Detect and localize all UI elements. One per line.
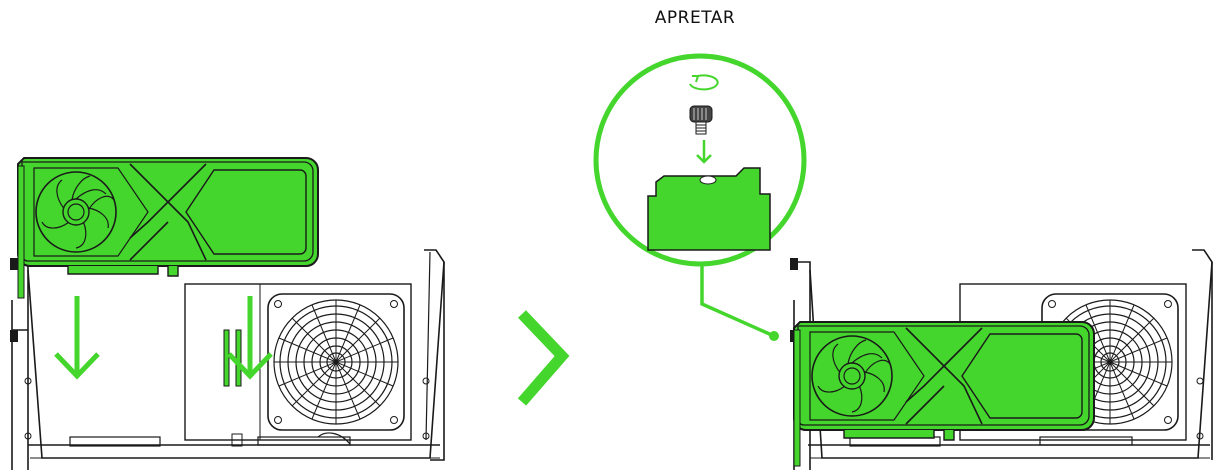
callout-circle <box>593 53 807 267</box>
down-arrow-icon <box>54 296 100 380</box>
chassis-left <box>10 249 445 470</box>
rotate-arrow-icon <box>689 74 719 91</box>
gpu-card-left <box>18 158 318 276</box>
next-chevron-icon <box>517 310 570 406</box>
gpu-card-installed <box>794 322 1094 440</box>
callout-leader-line <box>700 264 775 338</box>
down-arrow-icon <box>227 296 273 380</box>
thumbscrew-icon <box>689 105 713 135</box>
screw-down-arrow-icon <box>696 140 712 164</box>
step-label-apretar: APRETAR <box>654 8 736 28</box>
